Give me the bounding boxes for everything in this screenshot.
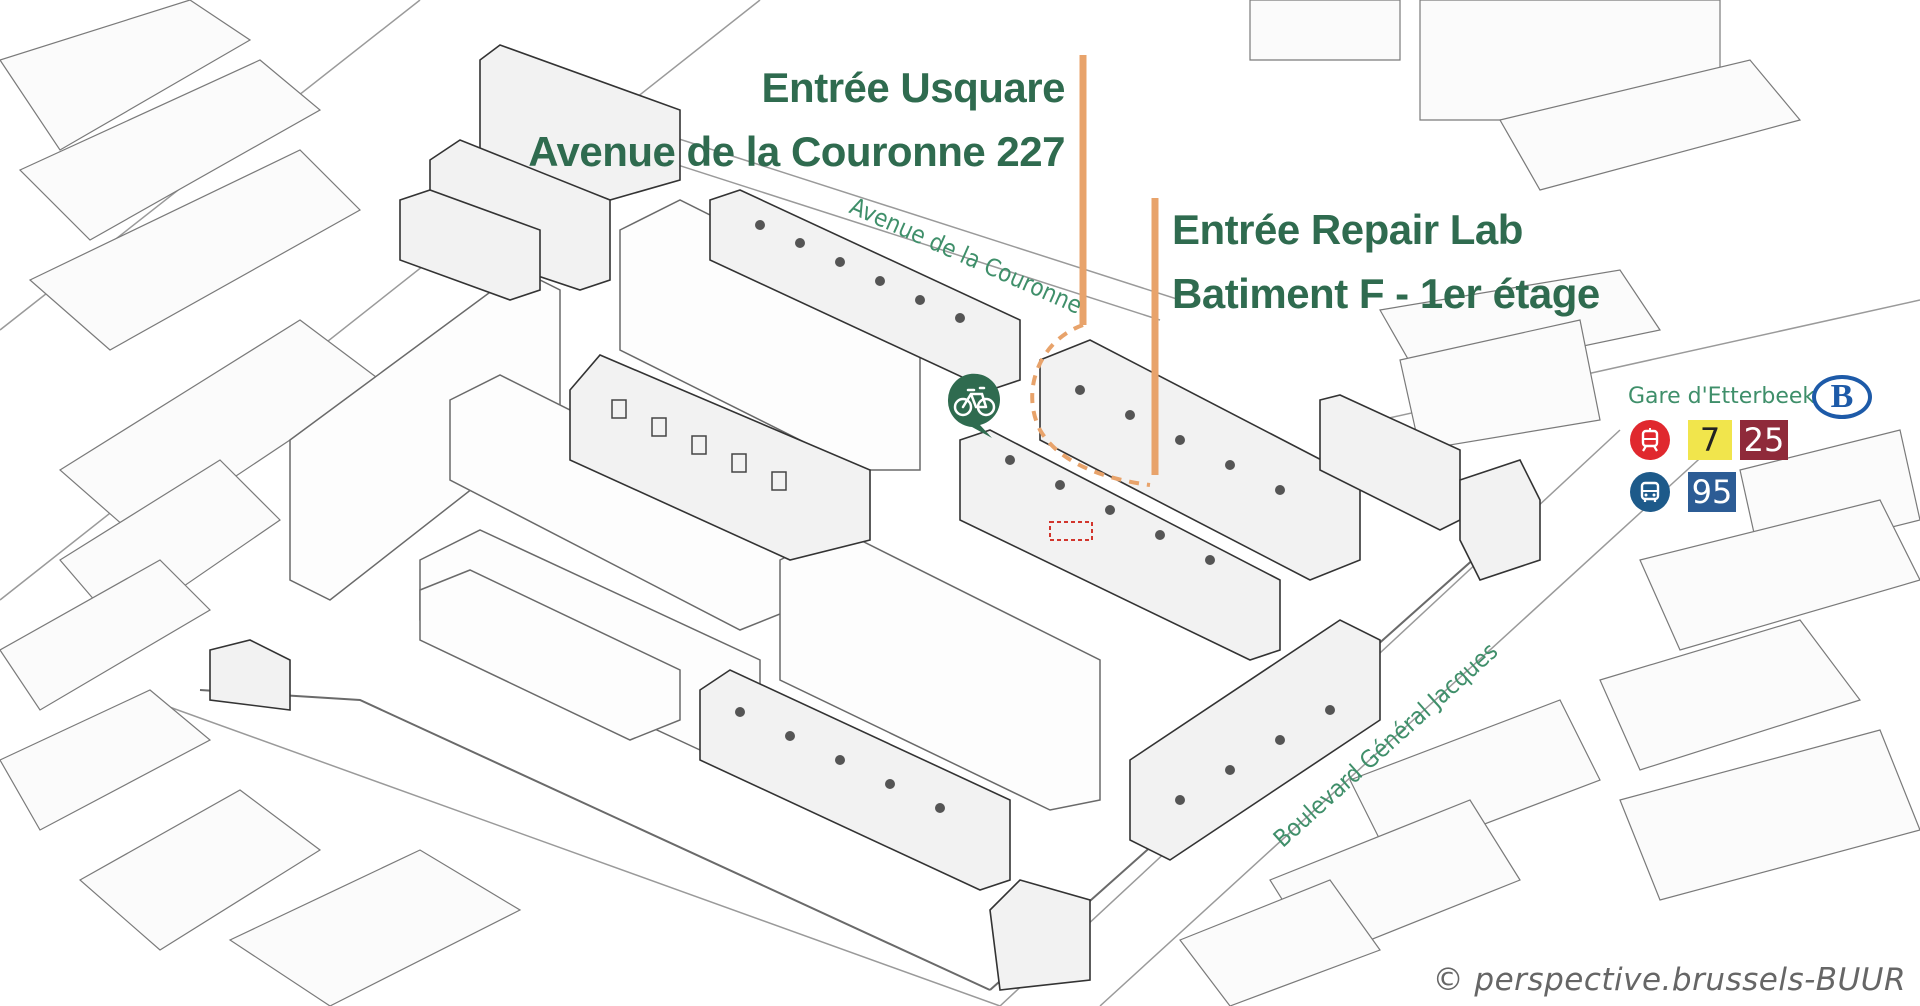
roof-dormers [735,220,1335,813]
repair-lab-entrance-title: Entrée Repair Lab [1172,206,1523,253]
historic-buildings [209,44,1541,991]
bus-line-badge: 95 [1688,472,1736,512]
large-sheds [289,199,1101,811]
usquare-entrance-title: Entrée Usquare [761,64,1066,111]
repair-lab-location-marker [1049,521,1093,541]
usquare-entrance-label: Entrée Usquare Avenue de la Couronne 227 [528,56,1065,184]
station-name: Gare d'Etterbeek [1628,384,1816,409]
sncb-rail-logo-icon: B [1812,375,1872,419]
repair-lab-entrance-location: Batiment F - 1er étage [1172,270,1600,317]
usquare-entrance-address: Avenue de la Couronne 227 [528,128,1065,175]
bicycle-parking-icon [947,373,1000,438]
bus-icon [1630,472,1670,512]
shed-skylights [611,399,787,491]
entrance-walking-route [1030,323,1151,487]
copyright-credit: © perspective.brussels-BUUR [1432,962,1906,998]
repair-lab-entrance-label: Entrée Repair Lab Batiment F - 1er étage [1172,198,1600,326]
tram-line-badge: 25 [1740,420,1788,460]
transit-legend: Gare d'Etterbeek B 7 25 95 [1628,372,1890,517]
tram-icon [1630,420,1670,460]
tram-line-badge: 7 [1688,420,1732,460]
